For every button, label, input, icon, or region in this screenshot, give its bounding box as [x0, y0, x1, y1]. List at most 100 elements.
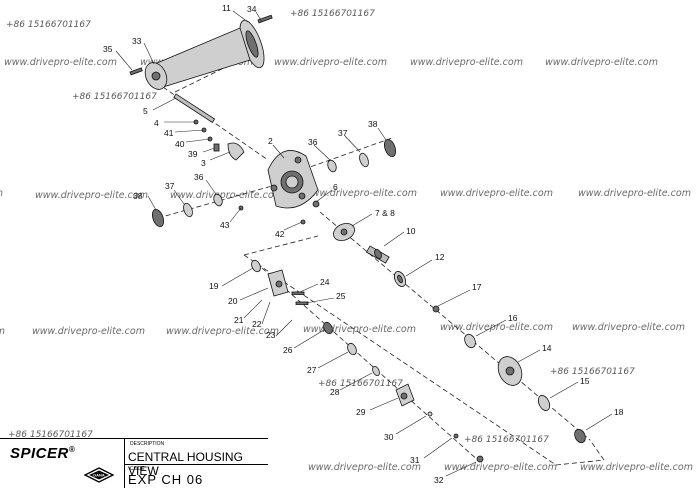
callout-36: 36 [308, 137, 318, 147]
companion-flange [497, 356, 523, 386]
site-watermark: www.drivepro-elite.com [35, 190, 148, 201]
bearing-cap [227, 142, 245, 161]
callout-33: 33 [132, 36, 142, 46]
dana-logo: DANA [84, 467, 114, 483]
callout-32: 32 [434, 475, 444, 485]
callout-24: 24 [320, 277, 330, 287]
bearing-cup [327, 138, 397, 173]
spacer [432, 305, 440, 313]
washer [537, 395, 551, 411]
snap-ring [372, 365, 380, 377]
pinion-shaft [365, 245, 390, 264]
callout-34: 34 [247, 4, 257, 14]
callout-17: 17 [472, 282, 482, 292]
callout-37: 37 [338, 128, 348, 138]
callout-35: 35 [103, 44, 113, 54]
bearing-cone [151, 193, 223, 228]
input-gear [395, 383, 415, 407]
callout-11: 11 [222, 3, 231, 13]
watermark-layer: +86 15166701167 +86 15166701167 +86 1516… [0, 9, 693, 473]
callout-12: 12 [435, 252, 445, 262]
shim [347, 342, 357, 356]
logo-cell: SPICER® DANA [0, 439, 125, 488]
site-watermark: www.drivepro-elite.com [580, 462, 693, 473]
callout-37: 37 [165, 181, 175, 191]
site-watermark: www.drivepro-elite.com [32, 326, 145, 337]
brand-name: SPICER [10, 445, 69, 462]
phone-watermark: +86 15166701167 [72, 92, 157, 102]
site-watermark: www.drivepro-elite.com [304, 188, 417, 199]
site-watermark: www.drivepro-elite.com [578, 188, 691, 199]
callout-3: 3 [201, 158, 206, 168]
code-value: EXP CH 06 [128, 472, 204, 487]
nut [574, 428, 586, 444]
site-watermark: www.drivepro-elite.com [308, 462, 421, 473]
title-block: SPICER® DANA DESCRIPTION CENTRAL HOUSING… [0, 438, 268, 488]
carrier-plate [333, 222, 355, 242]
axis-line [243, 254, 557, 466]
title-block-divider [124, 464, 268, 465]
description-label: DESCRIPTION [130, 441, 165, 447]
callout-39: 39 [188, 149, 198, 159]
callout-10: 10 [406, 226, 416, 236]
callout-29: 29 [356, 407, 366, 417]
callout-5: 5 [143, 106, 148, 116]
differential-case [144, 27, 251, 90]
phone-watermark: +86 15166701167 [464, 435, 549, 445]
phone-watermark: +86 15166701167 [8, 430, 93, 440]
callout-14: 14 [542, 343, 552, 353]
site-watermark: www.drivepro-elite.com [444, 462, 557, 473]
site-watermark: www.drivepro-elite.com [0, 326, 5, 337]
callout-19: 19 [209, 281, 219, 291]
callout-38: 38 [133, 191, 143, 201]
axis-line [295, 137, 393, 173]
callout-15: 15 [580, 376, 590, 386]
code-label: CODE [130, 466, 145, 472]
pinion-housing [251, 259, 309, 305]
axis-line [243, 235, 319, 256]
callout-6: 6 [333, 182, 338, 192]
callout-22: 22 [252, 319, 262, 329]
callout-27: 27 [307, 365, 317, 375]
callout-21: 21 [234, 315, 244, 325]
callout-38: 38 [368, 119, 378, 129]
callout-42: 42 [275, 229, 285, 239]
phone-watermark: +86 15166701167 [550, 367, 635, 377]
site-watermark: www.drivepro-elite.com [572, 322, 685, 333]
leader-lines [115, 10, 613, 477]
callout-18: 18 [614, 407, 624, 417]
callout-30: 30 [384, 432, 394, 442]
site-watermark: www.drivepro-elite.com [274, 57, 387, 68]
callout-36: 36 [194, 172, 204, 182]
phone-watermark: +86 15166701167 [6, 20, 91, 30]
phone-watermark: +86 15166701167 [290, 9, 375, 19]
retaining-clip [427, 411, 433, 417]
callout-7-and-8: 7 & 8 [375, 208, 395, 218]
central-housing [267, 150, 319, 209]
site-watermark: www.drivepro-elite.com [166, 326, 279, 337]
axis-line [319, 211, 591, 441]
lock-pin [453, 433, 459, 439]
phone-watermark: +86 15166701167 [318, 379, 403, 389]
site-watermark: www.drivepro-elite.com [170, 190, 283, 201]
site-watermark: www.drivepro-elite.com [303, 324, 416, 335]
drain-plug [476, 455, 484, 463]
oil-seal [464, 333, 476, 349]
parts [129, 14, 586, 463]
callout-20: 20 [228, 296, 238, 306]
site-watermark: www.drivepro-elite.com [4, 57, 117, 68]
site-watermark: www.drivepro-elite.com [0, 188, 3, 199]
dana-logo-text: DANA [93, 473, 105, 478]
callout-25: 25 [336, 291, 346, 301]
callout-16: 16 [508, 313, 518, 323]
callout-41: 41 [164, 128, 174, 138]
callout-23: 23 [266, 330, 276, 340]
site-watermark: www.drivepro-elite.com [545, 57, 658, 68]
callout-40: 40 [175, 139, 185, 149]
brand-logo: SPICER® [10, 445, 75, 462]
site-watermark: www.drivepro-elite.com [440, 322, 553, 333]
description-value: CENTRAL HOUSING VIEW [128, 450, 243, 478]
registered-mark: ® [68, 445, 76, 454]
callout-43: 43 [220, 220, 230, 230]
